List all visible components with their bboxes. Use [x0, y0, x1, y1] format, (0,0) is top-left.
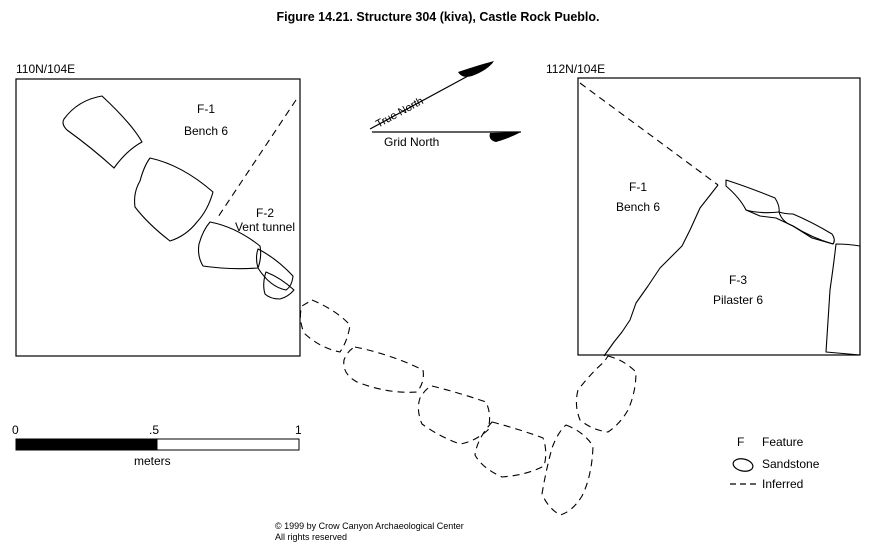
left-f2-id: F-2: [256, 206, 274, 220]
bench-edge-line: [745, 209, 834, 245]
left-f1-id: F-1: [197, 102, 215, 116]
sandstone-outline: [263, 271, 295, 300]
legend-feature-symbol: F: [737, 435, 745, 449]
scale-tick-0: 0: [12, 423, 19, 437]
inferred-stone: [474, 421, 547, 478]
right-grid-label: 112N/104E: [546, 62, 606, 76]
sandstone-outline: [725, 179, 780, 214]
scale-tick-1: 1: [295, 423, 302, 437]
inferred-stone: [417, 385, 491, 445]
sandstone-legend-icon: [732, 458, 754, 472]
left-unit-box: [15, 78, 301, 357]
inferred-stones: [299, 299, 637, 516]
legend-sandstone-label: Sandstone: [762, 457, 820, 471]
scale-unit-label: meters: [134, 454, 171, 468]
inferred-stone: [343, 346, 424, 393]
grid-north-label: Grid North: [384, 135, 440, 149]
figure-title: Figure 14.21. Structure 304 (kiva), Cast…: [276, 10, 600, 24]
left-f2-name: Vent tunnel: [234, 220, 296, 234]
right-unit-box: [577, 77, 861, 356]
sandstone-outline: [62, 95, 143, 169]
right-f3-id: F-3: [729, 273, 747, 287]
inferred-stone: [575, 355, 637, 433]
scale-bar-white: [156, 438, 300, 451]
copyright-line2: All rights reserved: [275, 532, 348, 542]
scale-bar-black: [15, 438, 158, 451]
left-f1-name: Bench 6: [183, 124, 229, 138]
inferred-vent-line: [217, 99, 297, 218]
inferred-stone: [299, 299, 351, 353]
scale-tick-mid: .5: [149, 423, 160, 437]
legend-feature-label: Feature: [762, 435, 804, 449]
grid-north-arrow: [372, 131, 521, 142]
pilaster-outline: [825, 243, 861, 356]
bench-edge-line: [603, 184, 719, 357]
copyright-line1: © 1999 by Crow Canyon Archaeological Cen…: [275, 521, 464, 531]
right-f3-name: Pilaster 6: [712, 293, 764, 307]
inferred-bench-line: [579, 82, 719, 186]
true-north-arrow: [369, 61, 494, 130]
left-unit-stones: [62, 95, 295, 300]
sandstone-outline: [778, 211, 835, 245]
left-grid-label: 110N/104E: [16, 62, 76, 76]
sandstone-outline: [255, 248, 294, 291]
right-f1-name: Bench 6: [615, 200, 661, 214]
legend-inferred-label: Inferred: [762, 477, 804, 491]
right-unit-stones: [603, 179, 861, 357]
scale-bar: [15, 438, 300, 451]
sandstone-outline: [134, 157, 214, 242]
right-f1-id: F-1: [629, 180, 647, 194]
inferred-stone: [541, 424, 594, 516]
sandstone-outline: [197, 221, 262, 270]
